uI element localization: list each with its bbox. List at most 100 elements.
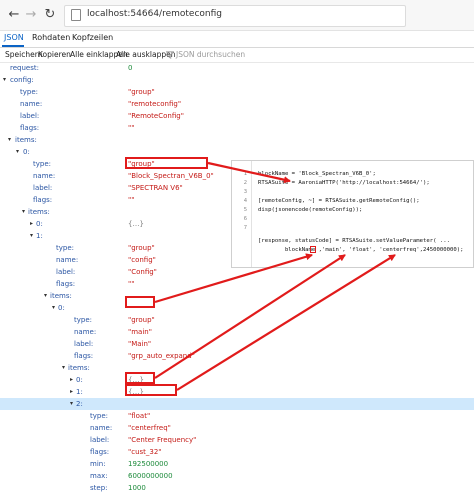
tree-row[interactable]: name:"centerfreq" [0, 422, 474, 434]
expand-toggle-icon[interactable]: ▾ [52, 304, 56, 311]
tree-row[interactable]: label:"Config" [0, 266, 474, 278]
reload-icon[interactable]: ↻ [44, 7, 56, 22]
tree-row[interactable]: flags: "grp_auto_expand" [0, 350, 474, 362]
tree-key: flags: [33, 196, 53, 204]
collapse-all-button[interactable]: Alle einklappen [70, 50, 128, 59]
tree-row[interactable]: type:"group" [0, 242, 474, 254]
tree-row[interactable]: type:"group" [0, 158, 474, 170]
line-number: 2 [243, 180, 247, 186]
tree-row[interactable]: ▾2: [0, 398, 474, 410]
tree-row[interactable]: ▸0: {…} [0, 218, 474, 230]
tree-row[interactable]: ▸0:{…} [0, 374, 474, 386]
tree-key: 0: [36, 220, 43, 228]
tree-row[interactable]: step:1000 [0, 482, 474, 494]
tree-row[interactable]: ▾items: [0, 206, 474, 218]
tree-value: "float" [128, 412, 151, 420]
tree-row[interactable]: type:"group" [0, 314, 474, 326]
collapse-toggle-icon[interactable]: ▸ [70, 376, 74, 383]
tree-row[interactable]: name:"remoteconfig" [0, 98, 474, 110]
tree-row[interactable]: name: "Block_Spectran_V6B_0" [0, 170, 474, 182]
tree-row[interactable]: type: "float" [0, 410, 474, 422]
tree-row[interactable]: max: 6000000000 [0, 470, 474, 482]
tree-row[interactable]: ▾0: [0, 302, 474, 314]
filter-json-input[interactable]: JSON durchsuchen [176, 50, 246, 59]
tree-key: label: [90, 436, 110, 444]
tree-row[interactable]: flags: "" [0, 194, 474, 206]
save-button[interactable]: Speichern [5, 50, 43, 59]
tree-key: config: [10, 76, 34, 84]
tree-row[interactable]: ▾items: [0, 134, 474, 146]
line-number: 5 [243, 207, 247, 213]
tree-key: label: [74, 340, 94, 348]
expand-toggle-icon[interactable]: ▾ [62, 364, 66, 371]
back-icon[interactable]: ← [8, 7, 20, 22]
tree-value: "Center Frequency" [128, 436, 197, 444]
tab-json[interactable]: JSON [4, 33, 24, 42]
expand-toggle-icon[interactable]: ▾ [3, 76, 7, 83]
tree-value: 6000000000 [128, 472, 173, 480]
tree-row[interactable]: label:"Main" [0, 338, 474, 350]
expand-toggle-icon[interactable]: ▾ [70, 400, 74, 407]
tree-value: "" [128, 280, 135, 288]
tree-row[interactable]: ▸1: {…} [0, 386, 474, 398]
tree-key: max: [90, 472, 108, 480]
tree-row[interactable]: type:"group" [0, 86, 474, 98]
tree-value: "RemoteConfig" [128, 112, 184, 120]
code-line: RTSASuite = AaroniaHTTP('http://localhos… [258, 180, 430, 186]
line-number: 7 [243, 225, 247, 231]
copy-button[interactable]: Kopieren [38, 50, 71, 59]
tree-key: name: [33, 172, 56, 180]
tree-value: "group" [128, 88, 155, 96]
tree-row[interactable]: label:"RemoteConfig" [0, 110, 474, 122]
tree-key: items: [50, 292, 72, 300]
line-number: 4 [243, 198, 247, 204]
tree-key: type: [90, 412, 108, 420]
tree-row[interactable]: label: "Center Frequency" [0, 434, 474, 446]
tree-key: items: [68, 364, 90, 372]
tree-row[interactable]: ▾items: [0, 290, 474, 302]
tree-key: 1: [76, 388, 83, 396]
collapse-toggle-icon[interactable]: ▸ [30, 220, 34, 227]
tree-row[interactable]: min:192500000 [0, 458, 474, 470]
line-number-gutter: 1 2 3 4 5 6 7 [232, 161, 252, 267]
tree-row[interactable]: name:"main" [0, 326, 474, 338]
tree-key: type: [33, 160, 51, 168]
tree-row[interactable]: label:"SPECTRAN V6" [0, 182, 474, 194]
tree-key: name: [56, 256, 79, 264]
tree-value[interactable]: {…} [128, 376, 144, 384]
tree-key: flags: [74, 352, 94, 360]
forward-icon[interactable]: → [25, 7, 37, 22]
tree-row[interactable]: flags:"" [0, 122, 474, 134]
tree-row[interactable]: request:0 [0, 62, 474, 74]
tree-value[interactable]: {…} [128, 220, 144, 228]
address-bar[interactable]: localhost:54664/remoteconfig [64, 5, 406, 27]
tab-headers[interactable]: Kopfzeilen [72, 33, 114, 42]
expand-toggle-icon[interactable]: ▾ [44, 292, 48, 299]
line-number: 6 [243, 216, 247, 222]
code-line: [remoteConfig, ~] = RTSASuite.getRemoteC… [258, 198, 420, 204]
tab-raw-data[interactable]: Rohdaten [32, 33, 71, 42]
expand-toggle-icon[interactable]: ▾ [8, 136, 12, 143]
tree-row[interactable]: name:"config" [0, 254, 474, 266]
collapse-toggle-icon[interactable]: ▸ [70, 388, 74, 395]
expand-all-button[interactable]: Alle ausklappen [116, 50, 176, 59]
tree-row[interactable]: ▾1: [0, 230, 474, 242]
url-text[interactable]: localhost:54664/remoteconfig [87, 9, 223, 19]
tree-row[interactable]: ▾0: [0, 146, 474, 158]
tree-key: 0: [58, 304, 65, 312]
tree-value: "grp_auto_expand" [128, 352, 195, 360]
expand-toggle-icon[interactable]: ▾ [22, 208, 26, 215]
viewer-tabs: JSON Rohdaten Kopfzeilen [0, 31, 474, 48]
expand-toggle-icon[interactable]: ▾ [30, 232, 34, 239]
tree-value: 0 [128, 64, 133, 72]
tree-value: "Block_Spectran_V6B_0" [128, 172, 214, 180]
tree-row[interactable]: flags:"" [0, 278, 474, 290]
code-marker-main [310, 246, 316, 253]
tree-value[interactable]: {…} [128, 388, 144, 396]
tree-key: 0: [23, 148, 30, 156]
tree-row[interactable]: ▾config: [0, 74, 474, 86]
tree-value: "" [128, 196, 135, 204]
tree-row[interactable]: flags:"cust_32" [0, 446, 474, 458]
tree-row[interactable]: ▾items: [0, 362, 474, 374]
expand-toggle-icon[interactable]: ▾ [16, 148, 20, 155]
